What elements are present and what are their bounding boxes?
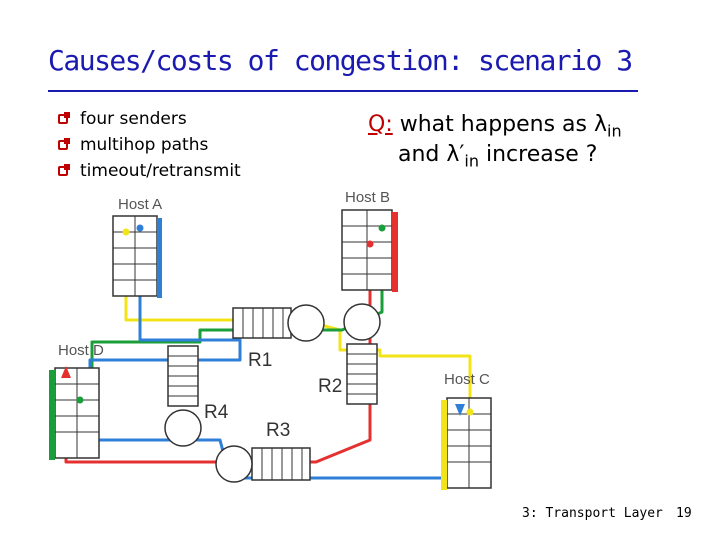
question-prefix: Q: <box>368 112 393 137</box>
host-c: Host C <box>441 371 492 490</box>
path-yellow <box>124 232 472 412</box>
question-increase: increase ? <box>486 142 598 167</box>
host-b-label: Host B <box>345 189 390 206</box>
bullet-item: timeout/retransmit <box>58 158 241 184</box>
bullet-item: multihop paths <box>58 132 241 158</box>
router-r3: R3 <box>215 420 311 483</box>
router-r3-label: R3 <box>266 420 290 441</box>
router-r4: R4 <box>164 345 229 447</box>
host-d: Host D <box>49 342 104 460</box>
lambda-symbol: λ <box>594 112 608 137</box>
router-r1: R1 <box>232 304 325 371</box>
bullet-icon <box>58 138 70 150</box>
footer-page-number: 19 <box>676 506 692 521</box>
lambda-subscript: in <box>607 121 622 141</box>
bullet-item: four senders <box>58 106 241 132</box>
router-r4-label: R4 <box>204 402 229 423</box>
host-b: Host B <box>341 189 398 292</box>
path-red <box>64 246 372 464</box>
router-r2-label: R2 <box>318 376 342 397</box>
question-line2: and λ′in increase ? <box>398 140 597 176</box>
router-r2: R2 <box>318 303 381 405</box>
lambda-prime-subscript: in <box>464 151 479 171</box>
host-a-label: Host A <box>118 196 162 213</box>
slide-title: Causes/costs of congestion: scenario 3 <box>48 44 633 77</box>
title-underline <box>48 90 638 92</box>
host-d-label: Host D <box>58 342 104 359</box>
host-c-label: Host C <box>444 371 490 388</box>
router-r1-label: R1 <box>248 350 272 371</box>
bullet-list: four senders multihop paths timeout/retr… <box>58 106 241 184</box>
host-a: Host A <box>112 196 162 298</box>
bullet-icon <box>58 112 70 124</box>
bullet-icon <box>58 164 70 176</box>
question-line1: Q: what happens as λin <box>368 110 622 146</box>
lambda-prime-symbol: λ′ <box>446 142 465 167</box>
footer-chapter: 3: Transport Layer <box>522 506 663 521</box>
question-text: what happens as <box>399 112 588 137</box>
question-and: and <box>398 142 440 167</box>
